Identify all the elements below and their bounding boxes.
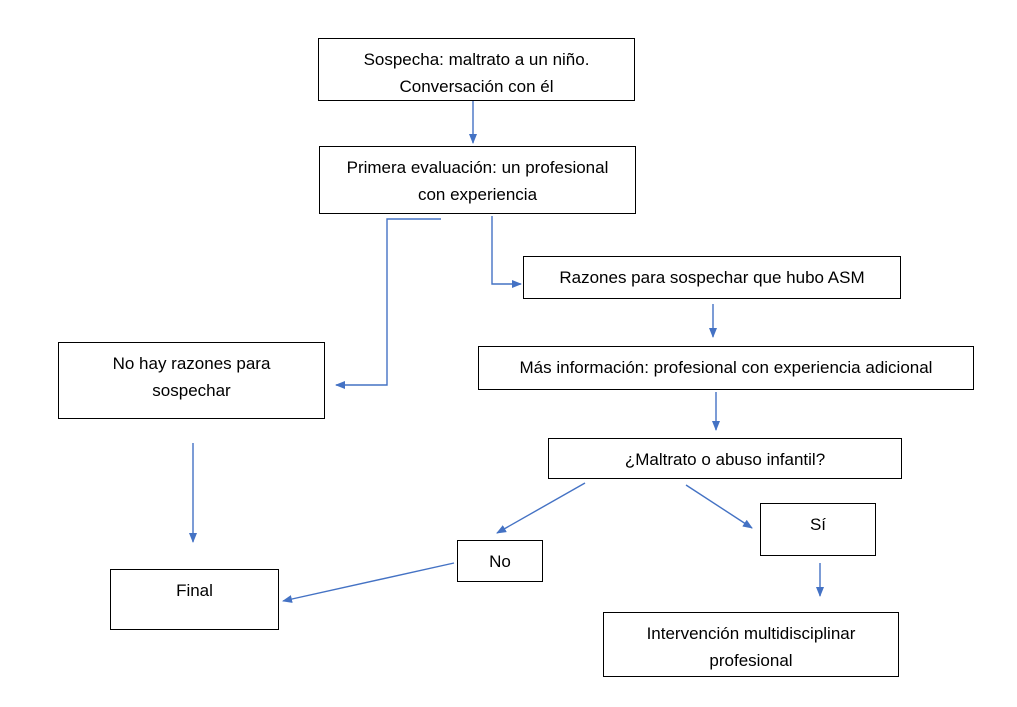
arrow-first-eval-to-reasons (491, 216, 522, 288)
no-reasons-box: No hay razones para sospechar (58, 342, 325, 419)
first-evaluation-box: Primera evaluación: un profesional con e… (319, 146, 636, 214)
suspicion-line1: Sospecha: maltrato a un niño. (363, 50, 590, 69)
question-box: ¿Maltrato o abuso infantil? (548, 438, 902, 479)
first-evaluation-line2: con experiencia (417, 185, 538, 204)
yes-box: Sí (760, 503, 876, 556)
arrow-no-to-final (282, 562, 455, 603)
yes-label: Sí (809, 515, 827, 534)
no-box: No (457, 540, 543, 582)
intervention-line1: Intervención multidisciplinar (646, 624, 856, 643)
final-label: Final (176, 581, 213, 600)
arrow-question-to-yes (685, 484, 753, 529)
suspicion-line2: Conversación con él (399, 77, 554, 96)
intervention-line2: profesional (709, 651, 793, 670)
intervention-box: Intervención multidisciplinar profesiona… (603, 612, 899, 677)
more-info-line1: Más información: profesional con experie… (519, 358, 933, 377)
no-reasons-line1: No hay razones para (112, 354, 271, 373)
arrow-first-eval-to-no-reasons (335, 218, 441, 389)
suspicion-box: Sospecha: maltrato a un niño. Conversaci… (318, 38, 635, 101)
reasons-box: Razones para sospechar que hubo ASM (523, 256, 901, 299)
more-info-box: Más información: profesional con experie… (478, 346, 974, 390)
reasons-line1: Razones para sospechar que hubo ASM (559, 268, 865, 287)
arrow-question-to-no (496, 482, 586, 534)
no-reasons-line2: sospechar (152, 381, 231, 400)
no-label: No (489, 552, 511, 571)
first-evaluation-line1: Primera evaluación: un profesional (346, 158, 609, 177)
final-box: Final (110, 569, 279, 630)
question-line1: ¿Maltrato o abuso infantil? (624, 450, 826, 469)
